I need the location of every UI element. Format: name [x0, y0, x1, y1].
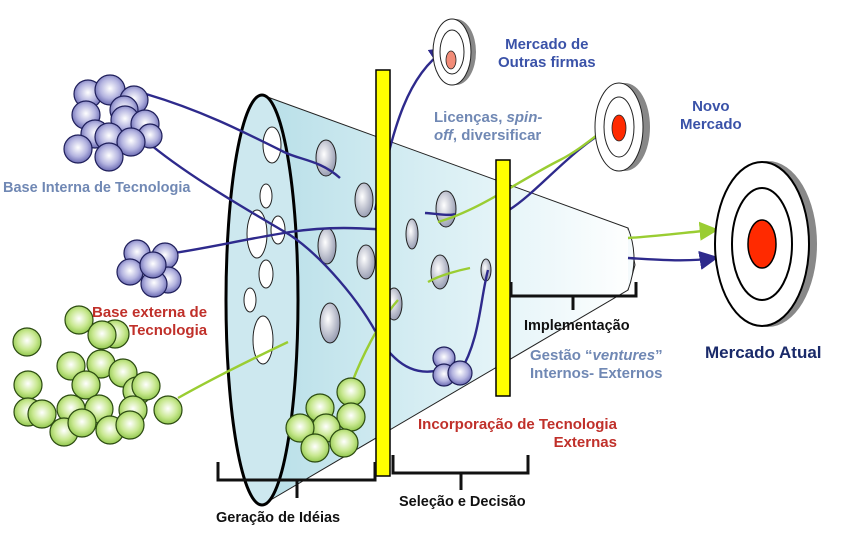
- funnel-mouth-holes: [243, 126, 286, 365]
- label-line: Novo: [692, 98, 730, 115]
- target-novo-mercado: [594, 82, 650, 172]
- label-line: Internos- Externos: [530, 364, 663, 382]
- label-line: Base externa de: [92, 304, 208, 321]
- gate-implementation: [495, 159, 511, 397]
- brace-geracao: [216, 462, 377, 498]
- internal-technology-cluster-small: [116, 239, 182, 298]
- text: , diversificar: [452, 126, 542, 144]
- funnel-mouth: [224, 93, 300, 507]
- label-line: Mercado: [680, 115, 742, 133]
- external-technology-cluster-small: [285, 377, 366, 463]
- label-incorporacao: Incorporação de Tecnologia Externas: [418, 416, 617, 451]
- label-line: Outras firmas: [498, 53, 596, 71]
- target-outras-firmas: [432, 18, 476, 86]
- braces: [216, 282, 638, 498]
- gate-selection: [375, 69, 391, 477]
- label-base-externa: Base externa de Tecnologia: [92, 304, 207, 339]
- text: Licenças,: [434, 109, 507, 126]
- label-novo-mercado: Novo Mercado: [680, 98, 742, 133]
- label-licencas: Licenças, spin- off, diversificar: [434, 109, 542, 144]
- internal-technology-cluster: [63, 74, 163, 172]
- label-line: Externas: [553, 433, 617, 451]
- label-line: Gestão “ventures”: [530, 347, 663, 365]
- brace-implementacao: [509, 282, 638, 310]
- target-mercado-atual: [714, 161, 817, 327]
- label-implementacao: Implementação: [524, 318, 630, 334]
- internal-technology-cluster-mid: [432, 346, 473, 387]
- label-mercado-outras-firmas: Mercado de Outras firmas: [498, 36, 596, 71]
- label-line: off, diversificar: [434, 127, 542, 145]
- label-selecao-decisao: Seleção e Decisão: [399, 494, 526, 510]
- label-line: Licenças, spin-: [434, 109, 542, 127]
- label-line: Tecnologia: [129, 321, 208, 339]
- label-geracao-ideias: Geração de Idéias: [216, 510, 341, 526]
- text-italic: ventures: [592, 347, 656, 364]
- label-mercado-atual: Mercado Atual: [705, 343, 822, 362]
- label-base-interna: Base Interna de Tecnologia: [3, 180, 191, 196]
- external-technology-cluster: [12, 305, 183, 447]
- text: Gestão “: [530, 347, 593, 364]
- brace-selecao: [391, 455, 530, 490]
- text-italic: spin-: [506, 109, 543, 126]
- label-gestao-ventures: Gestão “ventures” Internos- Externos: [530, 347, 663, 382]
- text-italic: off: [434, 126, 453, 144]
- text: ”: [655, 347, 663, 364]
- label-line: Mercado de: [505, 36, 589, 53]
- label-line: Incorporação de Tecnologia: [418, 416, 617, 433]
